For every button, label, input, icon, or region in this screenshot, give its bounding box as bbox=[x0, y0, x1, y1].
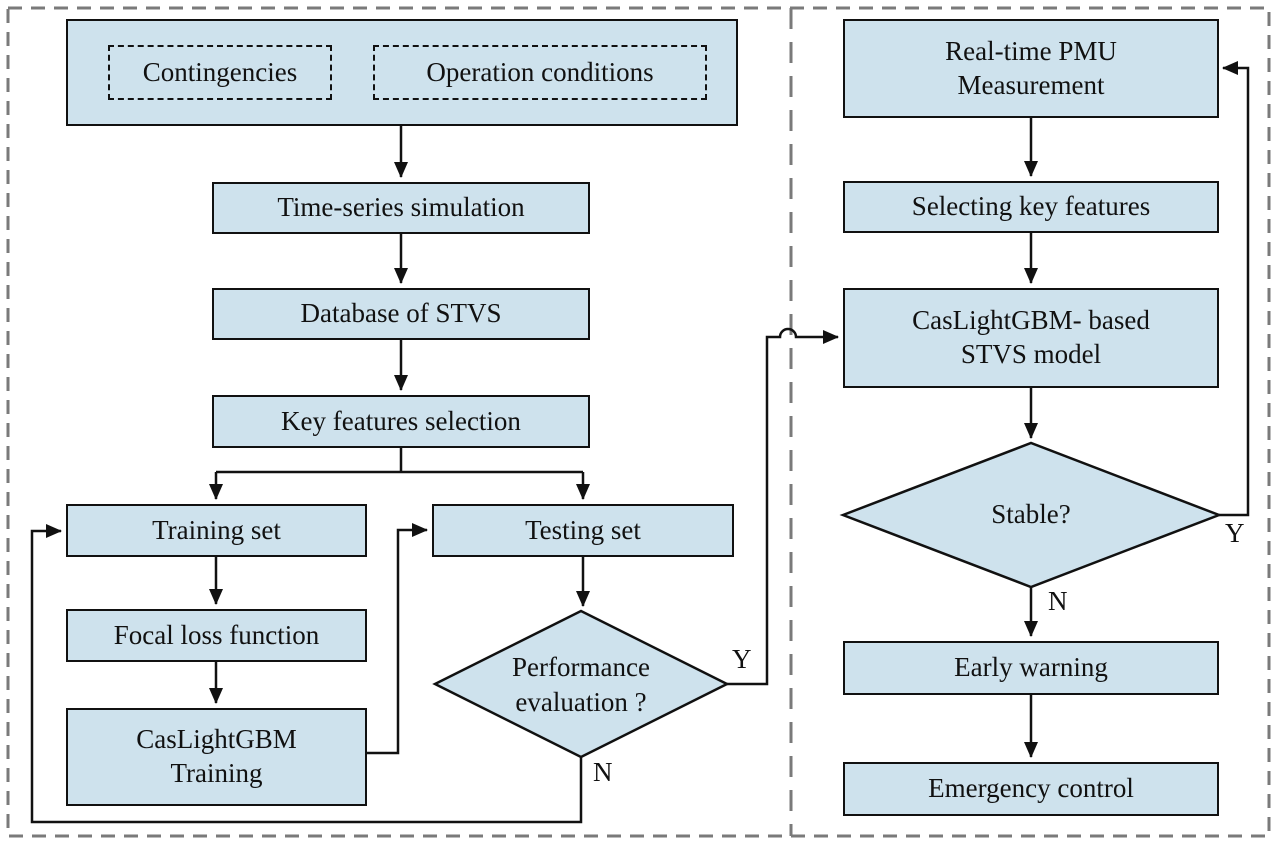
loop-perfeval-no-to-trainingset bbox=[30, 524, 583, 824]
input-container-box bbox=[66, 19, 738, 126]
time-series-simulation-box: Time-series simulation bbox=[212, 182, 590, 234]
database-of-stvs-box: Database of STVS bbox=[212, 288, 590, 340]
key-features-selection-box: Key features selection bbox=[212, 395, 590, 448]
outer-dashed-frame bbox=[6, 6, 1271, 838]
selecting-key-features-box: Selecting key features bbox=[843, 181, 1219, 233]
split-connector bbox=[216, 448, 583, 474]
operation-conditions-box: Operation conditions bbox=[373, 45, 707, 100]
stable-diamond bbox=[839, 441, 1223, 589]
focal-loss-function-box: Focal loss function bbox=[66, 609, 367, 662]
arrow-perfeval-yes-to-stvsmodel bbox=[727, 327, 839, 686]
perfeval-no-label: N bbox=[593, 757, 613, 787]
caslightgbm-training-box: CasLightGBM Training bbox=[66, 708, 367, 806]
stable-no-label: N bbox=[1048, 586, 1068, 616]
early-warning-box: Early warning bbox=[843, 641, 1219, 695]
testing-set-box: Testing set bbox=[432, 504, 734, 557]
emergency-control-box: Emergency control bbox=[843, 762, 1219, 816]
realtime-pmu-measurement-box: Real-time PMU Measurement bbox=[843, 19, 1219, 118]
performance-eval-diamond bbox=[432, 609, 730, 759]
arrow-castraining-to-testingset bbox=[366, 523, 428, 755]
contingencies-box: Contingencies bbox=[108, 45, 332, 100]
caslightgbm-stvs-model-box: CasLightGBM- based STVS model bbox=[843, 288, 1219, 388]
perfeval-yes-label: Y bbox=[732, 644, 752, 674]
loop-stable-yes-to-pmu bbox=[1219, 61, 1250, 517]
stable-yes-label: Y bbox=[1225, 518, 1245, 548]
training-set-box: Training set bbox=[66, 504, 367, 557]
